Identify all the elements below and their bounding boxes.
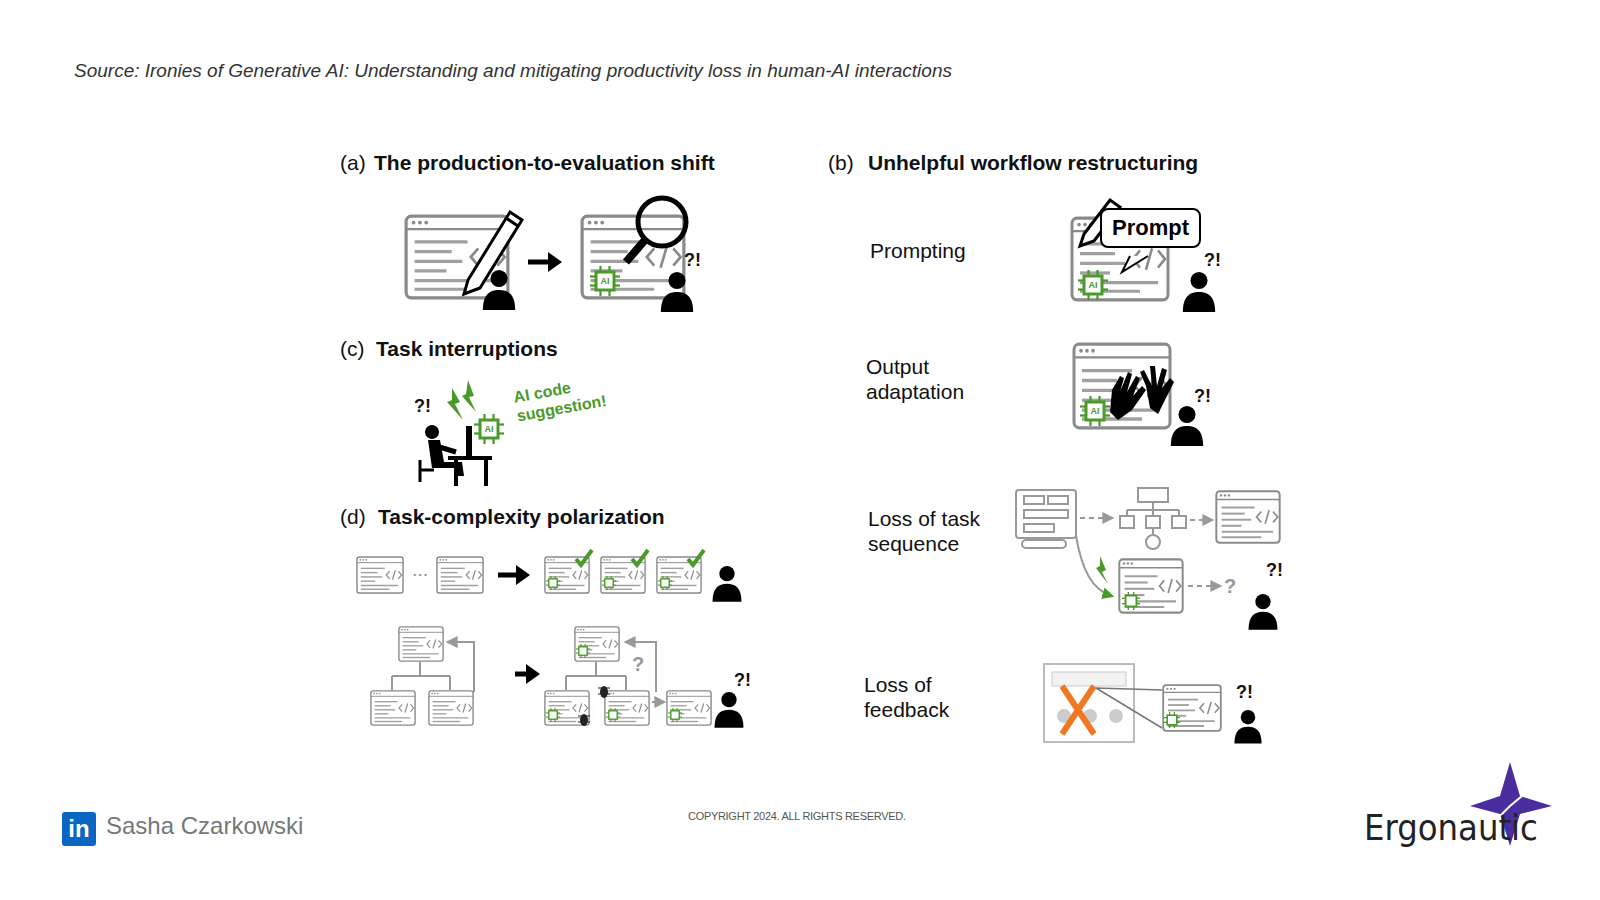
panel-heading: Task interruptions bbox=[376, 336, 558, 361]
prompt-bubble: Prompt bbox=[1100, 208, 1201, 248]
confusion-mark: ?! bbox=[414, 396, 431, 418]
ai-suggestion-note: AI code suggestion! bbox=[512, 371, 617, 426]
confusion-mark: ?! bbox=[734, 670, 751, 692]
row-label: Output adaptation bbox=[866, 354, 986, 404]
confusion-mark: ?! bbox=[684, 250, 701, 272]
linkedin-logo: in bbox=[62, 812, 96, 846]
prompt-text: Prompt bbox=[1112, 215, 1189, 241]
source-caption: Source: Ironies of Generative AI: Unders… bbox=[74, 60, 952, 83]
confusion-mark: ?! bbox=[1194, 386, 1211, 408]
row-label: Prompting bbox=[870, 238, 966, 263]
ai-chip: AI bbox=[1078, 270, 1108, 300]
ai-chip: AI bbox=[590, 266, 620, 296]
chip-label: AI bbox=[485, 424, 494, 434]
panel-heading: Unhelpful workflow restructuring bbox=[868, 150, 1198, 175]
panel-letter: (d) bbox=[340, 504, 366, 529]
panel-heading: The production-to-evaluation shift bbox=[374, 150, 715, 175]
row-label: Loss of feedback bbox=[864, 672, 974, 722]
chip-label: AI bbox=[601, 276, 610, 286]
svg-text:⋯: ⋯ bbox=[412, 565, 428, 584]
question-mark: ? bbox=[632, 652, 644, 676]
brand-name: Ergonautic bbox=[1364, 806, 1538, 849]
author-name: Sasha Czarkowski bbox=[106, 812, 303, 841]
chip-label: AI bbox=[1089, 280, 1098, 290]
chip-label: AI bbox=[1091, 406, 1100, 416]
panel-letter: (b) bbox=[828, 150, 854, 175]
ai-chip: AI bbox=[1080, 396, 1110, 426]
confusion-mark: ?! bbox=[1204, 250, 1221, 272]
panel-heading: Task-complexity polarization bbox=[378, 504, 665, 529]
confusion-mark: ?! bbox=[1236, 682, 1253, 704]
row-label: Loss of task sequence bbox=[868, 506, 1008, 556]
copyright-note: COPYRIGHT 2024. ALL RIGHTS RESERVED. bbox=[688, 810, 906, 823]
panel-letter: (a) bbox=[340, 150, 366, 175]
confusion-mark: ?! bbox=[1266, 560, 1283, 582]
question-mark: ? bbox=[1224, 574, 1236, 598]
panel-letter: (c) bbox=[340, 336, 365, 361]
ai-chip: AI bbox=[474, 414, 504, 444]
